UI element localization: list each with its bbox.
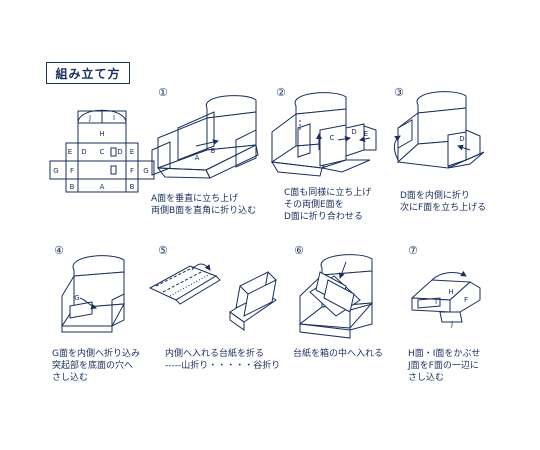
net-label-d-right: D	[117, 148, 122, 156]
step2-label-e: E	[364, 130, 368, 138]
step-7-illustration	[410, 270, 481, 323]
step7-label-j: J	[450, 320, 453, 328]
net-label-j: J	[88, 114, 91, 122]
net-label-h: H	[99, 130, 104, 138]
step4-label-g: G	[74, 294, 79, 302]
box-net-diagram	[49, 109, 155, 193]
net-label-e-left: E	[68, 148, 72, 156]
step3-label-d: D	[459, 135, 464, 143]
step7-label-i: I	[435, 298, 437, 306]
net-label-f-left: F	[70, 167, 74, 175]
step-3-number: ③	[394, 86, 404, 99]
step-1-caption: A面を垂直に立ち上げ 両側B面を直角に折り込む	[151, 194, 257, 216]
net-label-g-left: G	[53, 167, 58, 175]
step1-label-a: A	[195, 154, 200, 162]
step-4-illustration	[61, 255, 125, 333]
step2-label-d: D	[351, 128, 356, 136]
page-title: 組み立て方	[46, 62, 130, 84]
net-label-b-right: B	[130, 183, 135, 191]
step-2-illustration	[270, 92, 377, 177]
step-1-illustration	[151, 95, 259, 179]
step-5-number: ⑤	[158, 244, 168, 257]
step-6-number: ⑥	[294, 244, 304, 257]
step-1-number: ①	[158, 86, 168, 99]
step-3-caption: D面を内側に折り 次にF面を立ち上げる	[400, 191, 487, 213]
step-7-number: ⑦	[408, 244, 418, 257]
step2-label-c: C	[330, 134, 335, 142]
step-4-caption: G面を内側へ折り込み 突起部を底面の穴へ さし込む	[52, 349, 140, 383]
step7-label-f: F	[464, 296, 468, 304]
step-6-caption: 台紙を箱の中へ入れる	[293, 349, 384, 359]
step-5-illustration	[148, 263, 277, 331]
step-2-caption: C面も同様に立ち上げ その両側E面を D面に折り合わせる	[284, 188, 372, 222]
step-6-illustration	[298, 254, 374, 339]
net-label-b-left: B	[70, 183, 75, 191]
step-5-caption: 内側へ入れる台紙を折る -----山折り・・・・・谷折り	[165, 349, 281, 371]
step1-label-b: B	[211, 147, 216, 155]
step-7-caption: H面・I面をかぶせ J面をF面の一辺に さし込む	[408, 349, 481, 383]
step-3-illustration	[393, 91, 485, 169]
net-label-d-left: D	[81, 148, 86, 156]
net-label-f-right: F	[130, 167, 134, 175]
step-2-number: ②	[276, 86, 286, 99]
net-label-g-right: G	[143, 167, 148, 175]
step-4-number: ④	[54, 244, 64, 257]
step7-label-h: H	[448, 288, 453, 296]
net-label-c: C	[100, 148, 105, 156]
net-label-i: I	[113, 114, 115, 122]
net-label-e-right: E	[130, 148, 134, 156]
net-label-a: A	[100, 183, 105, 191]
